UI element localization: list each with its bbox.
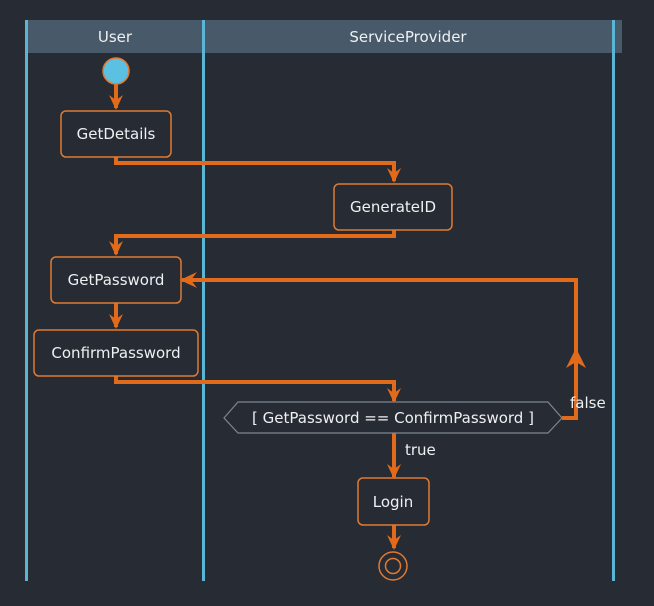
arrowhead-icon (387, 168, 401, 183)
action-label: ConfirmPassword (51, 344, 180, 362)
action-label: Login (373, 493, 413, 511)
action-getpassword: GetPassword (50, 256, 182, 304)
action-confirmpassword: ConfirmPassword (33, 329, 199, 377)
decision-node: [ GetPassword == ConfirmPassword ] (223, 401, 563, 434)
arrowhead-icon (109, 95, 123, 110)
arrowhead-up-icon (566, 348, 586, 368)
start-node (102, 57, 130, 85)
action-login: Login (357, 477, 430, 526)
edge-generateid-to-getpassword (114, 229, 396, 254)
lane-header-band (26, 20, 622, 53)
edge-getdetails-to-generateid (114, 156, 396, 181)
end-node (378, 551, 408, 581)
action-label: GetDetails (77, 125, 156, 143)
arrowhead-icon (387, 535, 401, 550)
lane-title-serviceprovider: ServiceProvider (349, 28, 467, 46)
action-label: GetPassword (68, 271, 165, 289)
arrowhead-icon (109, 241, 123, 256)
action-getdetails: GetDetails (60, 110, 172, 158)
action-generateid: GenerateID (333, 183, 453, 231)
edge-label-true: true (405, 441, 436, 459)
edge-label-false: false (570, 394, 606, 412)
lane-title-user: User (98, 28, 133, 46)
decision-guard: [ GetPassword == ConfirmPassword ] (252, 409, 534, 427)
action-label: GenerateID (350, 198, 436, 216)
arrowhead-icon (387, 464, 401, 479)
edge-confirmpassword-to-decision (114, 376, 396, 401)
arrowhead-icon (387, 388, 401, 403)
arrowhead-icon (109, 314, 123, 329)
edge-decision-false-to-getpassword (182, 278, 578, 420)
arrowhead-left-icon (180, 272, 197, 288)
